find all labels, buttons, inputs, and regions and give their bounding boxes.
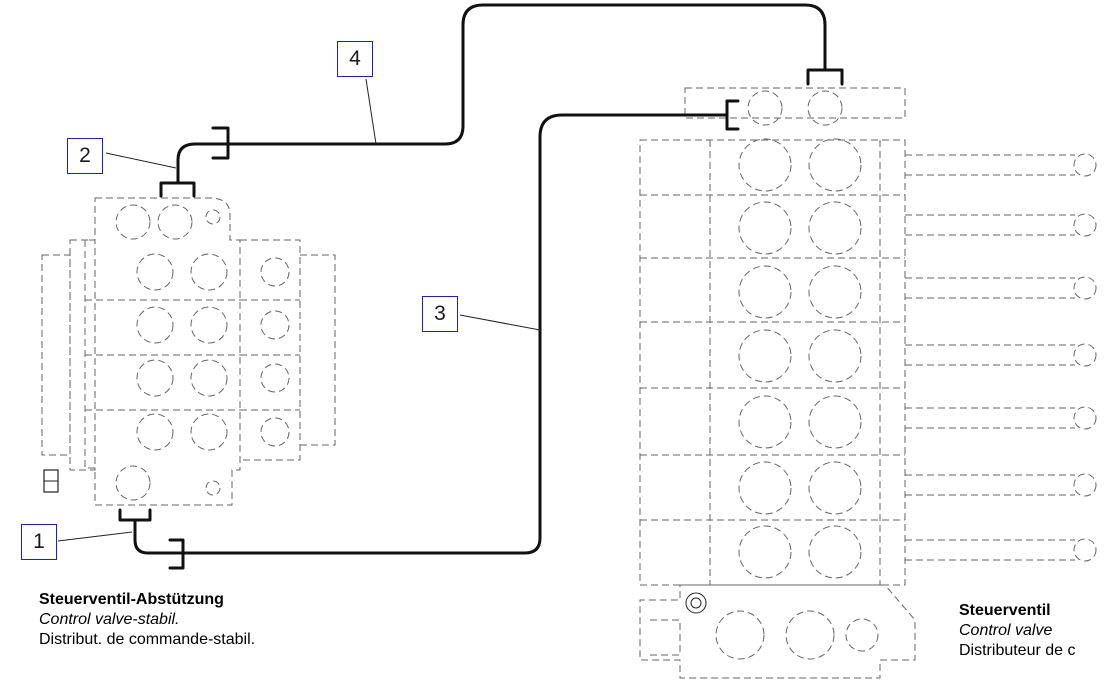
right-control-valve — [639, 87, 1097, 679]
leader-line-4 — [365, 78, 377, 145]
hose-4 — [176, 3, 827, 185]
right-valve-label: Steuerventil Control valve Distributeur … — [959, 601, 1112, 661]
callout-4: 4 — [337, 41, 373, 77]
leader-lines — [57, 78, 541, 542]
leader-line-2 — [105, 152, 177, 169]
left-valve-name-de: Steuerventil-Abstützung — [39, 591, 224, 608]
left-valve-name-en: Control valve-stabil. — [39, 611, 180, 628]
left-valve-name-fr: Distribut. de commande-stabil. — [39, 631, 256, 648]
callout-1: 1 — [21, 524, 57, 560]
right-valve-name-de: Steuerventil — [959, 602, 1051, 619]
hose-3 — [133, 113, 729, 555]
callout-3: 3 — [422, 296, 458, 332]
left-valve-label: Steuerventil-Abstützung Control valve-st… — [39, 590, 255, 650]
leader-line-3 — [459, 314, 541, 331]
left-control-valve — [41, 197, 336, 506]
callout-2: 2 — [67, 138, 103, 174]
right-valve-name-en: Control valve — [959, 622, 1053, 639]
leader-line-1 — [57, 531, 133, 542]
hoses — [118, 3, 844, 570]
right-valve-name-fr: Distributeur de c — [959, 642, 1076, 659]
